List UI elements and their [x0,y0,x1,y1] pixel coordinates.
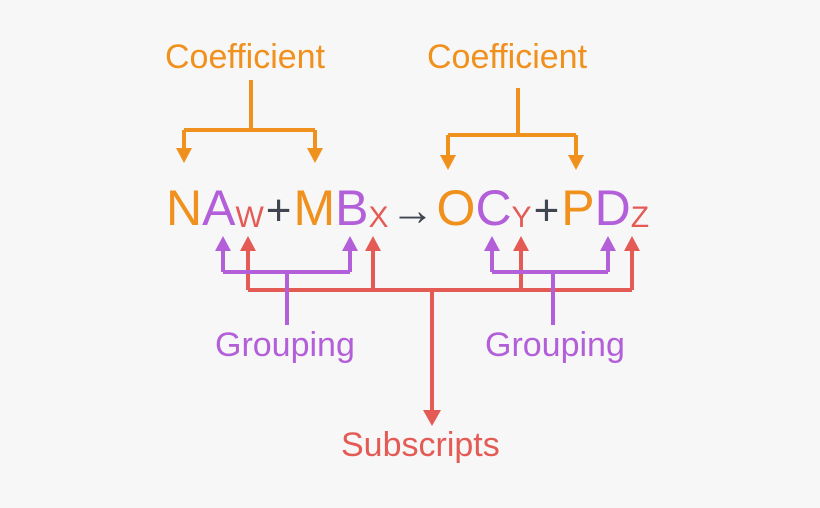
grouping-left-arrow-head-2 [342,236,358,251]
chemical-equation: N A W + M B X → O C Y + P D Z [166,173,649,233]
term-b: B [335,180,369,236]
subscript-arrow-head-x [365,236,381,251]
grouping-left-arrow-head-1 [215,236,231,251]
subscript-arrow-head-y [513,236,529,251]
coefficient-right-arrow-head-2 [568,155,584,170]
coefficient-right-bracket [446,88,578,155]
grouping-left-bracket [221,250,352,325]
grouping-left-label: Grouping [215,326,355,364]
grouping-right-arrow-head-1 [484,236,500,251]
subscripts-arrow-head-down [423,410,441,426]
term-a: A [202,180,236,236]
subscript-y: Y [511,201,532,234]
term-d: D [594,180,631,236]
term-n: N [166,180,203,236]
grouping-right-arrow-head-2 [600,236,616,251]
term-p: P [561,180,595,236]
subscripts-label: Subscripts [341,426,500,464]
subscript-z: Z [630,201,650,234]
subscript-w: W [235,201,264,234]
term-c: C [475,180,512,236]
grouping-right-label: Grouping [485,326,625,364]
plus-operator-left: + [265,186,292,235]
plus-operator-right: + [533,186,560,235]
reaction-arrow: → [390,186,435,235]
coefficient-left-bracket [182,80,317,148]
term-o: O [436,180,476,236]
subscript-arrow-head-w [240,236,256,251]
subscript-arrow-head-z [624,236,640,251]
coefficient-left-label: Coefficient [165,38,326,76]
term-m: M [293,180,336,236]
coefficient-left-arrow-head-2 [307,148,323,163]
coefficient-right-arrow-head-1 [440,155,456,170]
grouping-right-bracket [490,250,610,325]
coefficient-left-arrow-head-1 [176,148,192,163]
subscript-x: X [368,201,389,234]
coefficient-right-label: Coefficient [427,38,588,76]
